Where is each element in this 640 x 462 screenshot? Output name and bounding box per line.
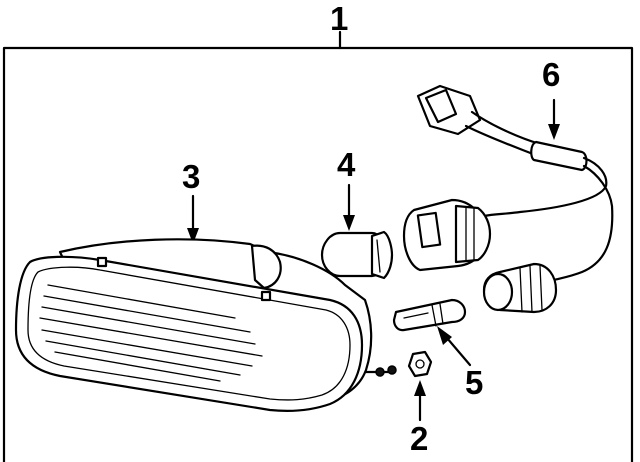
wiring-harness-icon: [402, 84, 614, 314]
leader-arrow-4: [343, 183, 355, 231]
callout-1: 1: [330, 0, 348, 37]
leader-arrow-6: [548, 98, 560, 140]
callout-2: 2: [410, 420, 428, 457]
nut-icon: [407, 350, 433, 378]
wedge-bulb-icon: [392, 298, 467, 332]
fog-lamp-housing-icon: [14, 238, 397, 412]
callout-6: 6: [542, 56, 560, 93]
callout-5: 5: [465, 364, 483, 401]
callout-4: 4: [337, 146, 356, 183]
leader-arrow-2: [414, 380, 426, 422]
callout-3: 3: [182, 158, 200, 195]
assembly-bracket: [2, 30, 634, 462]
leader-arrow-3: [187, 194, 199, 244]
socket-small-icon: [482, 262, 558, 314]
leader-arrow-5: [437, 326, 472, 367]
bulb-icon: [320, 230, 394, 280]
socket-large-icon: [402, 198, 492, 272]
